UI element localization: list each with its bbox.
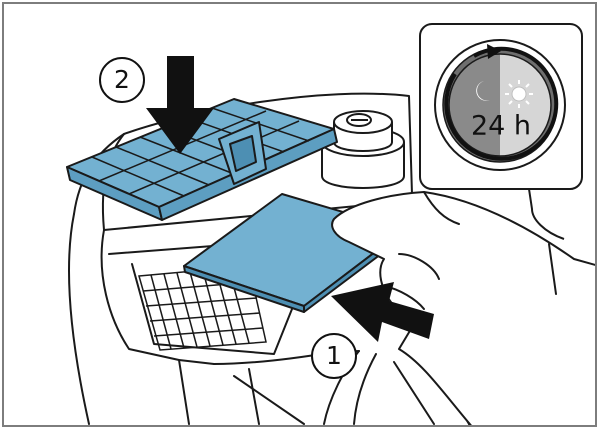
instruction-illustration: 2 1 xyxy=(66,23,595,425)
down-arrow-icon xyxy=(146,56,214,154)
timer-progress-ring xyxy=(444,46,559,161)
tank-cap xyxy=(321,110,405,189)
filter-frame-lid xyxy=(66,98,338,221)
step-2-marker: 2 xyxy=(99,57,145,103)
timer-arrowhead xyxy=(487,44,501,59)
timer-label: 24 h xyxy=(471,111,531,142)
air-grille xyxy=(138,265,267,351)
left-arrow-icon xyxy=(331,282,434,342)
hand xyxy=(331,191,595,425)
illustration-frame: 2 1 xyxy=(2,2,597,427)
step-1-label: 1 xyxy=(326,341,342,370)
step-1-marker: 1 xyxy=(311,333,357,379)
step-2-label: 2 xyxy=(114,65,130,94)
timer-inset: 24 h xyxy=(419,23,583,240)
sun-icon xyxy=(505,80,533,108)
